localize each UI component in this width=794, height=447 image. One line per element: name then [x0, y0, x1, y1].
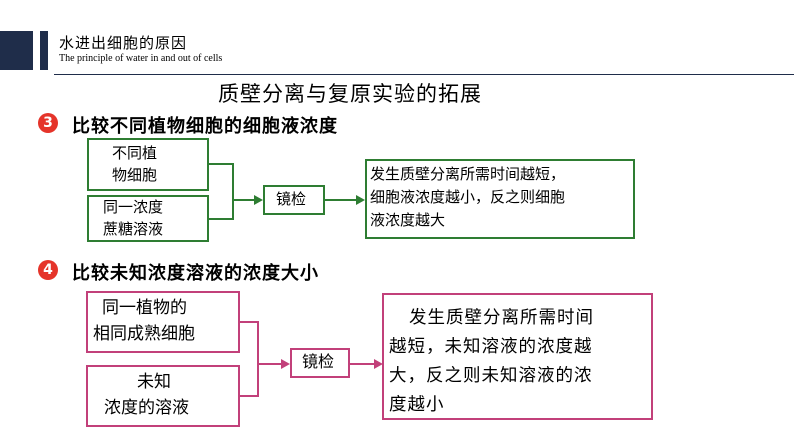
section3-result-line3: 液浓度越大: [370, 211, 446, 229]
section3-result-line2: 细胞液浓度越小，反之则细胞: [370, 188, 566, 206]
section4-box-unknown-solution: [86, 365, 240, 427]
section4-arrow: [350, 359, 383, 369]
section4-number-badge: 4: [38, 260, 58, 280]
section3-box-a-line1: 不同植: [112, 144, 158, 162]
section4-result-line3: 大，反之则未知溶液的浓: [389, 366, 593, 386]
section4-heading: 比较未知浓度溶液的浓度大小: [72, 263, 319, 284]
section3-box-plant-cells: [87, 138, 209, 191]
header-title: 水进出细胞的原因: [59, 34, 188, 52]
main-title: 质壁分离与复原实验的拓展: [218, 82, 482, 106]
section3-box-b-line1: 同一浓度: [103, 198, 164, 216]
section3-box-microscopy: [263, 185, 325, 215]
section4-box-a-line1: 同一植物的: [102, 298, 187, 318]
header-accent-bar: [0, 31, 33, 70]
header-subtitle: The principle of water in and out of cel…: [59, 53, 223, 64]
section4-box-mature-cells: [86, 291, 240, 353]
section3-connector: [232, 163, 234, 220]
section4-box-a-line2: 相同成熟细胞: [93, 324, 195, 344]
section4-arrow: [258, 359, 290, 369]
section3-middle-label: 镜检: [276, 190, 307, 208]
section3-box-a-line2: 物细胞: [112, 166, 158, 184]
header-divider: [54, 74, 794, 75]
section4-result-line1: 发生质壁分离所需时间: [409, 308, 594, 328]
section3-arrow: [233, 195, 263, 205]
section4-connector: [240, 321, 258, 323]
section3-connector: [209, 218, 233, 220]
section3-arrow: [325, 195, 365, 205]
section3-box-b-line2: 蔗糖溶液: [103, 220, 164, 238]
section3-connector: [209, 163, 233, 165]
section3-box-result: [365, 159, 635, 239]
section4-connector: [240, 395, 258, 397]
section3-heading: 比较不同植物细胞的细胞液浓度: [72, 116, 338, 137]
section3-number-badge: 3: [38, 113, 58, 133]
section4-result-line4: 度越小: [389, 395, 445, 415]
section4-box-microscopy: [290, 348, 350, 378]
section4-middle-label: 镜检: [302, 352, 335, 371]
section4-connector: [257, 321, 259, 397]
section4-box-b-line1: 未知: [137, 372, 171, 392]
section4-box-b-line2: 浓度的溶液: [104, 398, 189, 418]
section4-box-result: [382, 293, 653, 420]
section3-result-line1: 发生质壁分离所需时间越短，: [370, 165, 566, 183]
section3-box-sucrose: [87, 195, 209, 242]
header-accent-stripe: [40, 31, 48, 70]
section4-result-line2: 越短，未知溶液的浓度越: [389, 337, 593, 357]
